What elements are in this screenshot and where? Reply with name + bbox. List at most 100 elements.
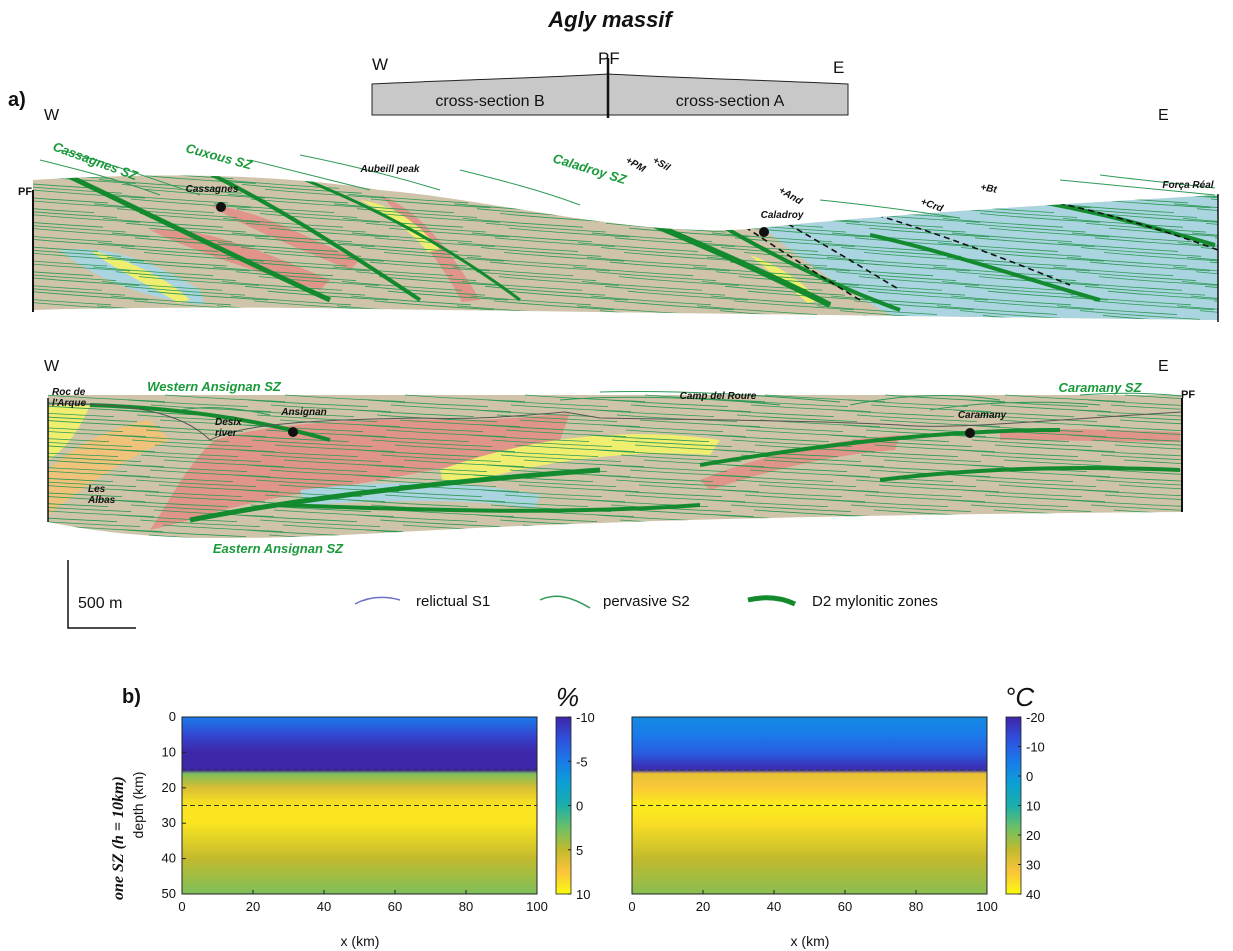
isograd-label: +And	[777, 185, 805, 208]
y-tick-label: 30	[162, 815, 176, 830]
colorbar-tick-label: -20	[1026, 710, 1045, 725]
section-b-geology	[0, 394, 1192, 547]
mylonite-zone	[43, 175, 332, 303]
key-fault: PF	[598, 49, 620, 68]
section-b-foliation-above	[179, 391, 1183, 416]
x-tick-label: 80	[459, 899, 473, 914]
legend-label: pervasive S2	[603, 593, 690, 610]
section-b-east: E	[1158, 358, 1169, 375]
x-tick-label: 40	[317, 899, 331, 914]
unit-orange	[48, 420, 170, 515]
foliation-trace	[48, 409, 1182, 417]
panel-a-label: a)	[8, 89, 26, 111]
mylonite-zone	[879, 466, 1181, 482]
mylonite-zone	[279, 503, 701, 513]
mylonite-zone	[869, 233, 1101, 302]
section-a-west: W	[44, 107, 60, 124]
foliation-trace	[9, 325, 1233, 334]
foliation-trace	[48, 489, 1182, 497]
section-b-fault-label: PF	[1181, 389, 1195, 401]
x-tick-label: 40	[767, 899, 781, 914]
section-a-east: E	[1158, 107, 1169, 124]
foliation-trace	[48, 404, 1182, 412]
y-tick-label: 40	[162, 851, 176, 866]
shear-zone-label: Cassagnes SZ	[51, 139, 141, 184]
legend-swatch-mylonite	[747, 595, 797, 607]
foliation-trace	[33, 232, 1218, 243]
scale-bar-line	[67, 560, 136, 629]
heatmap-left-boundaries	[182, 769, 537, 806]
colorbar-tick-label: 0	[576, 799, 583, 814]
cross-section-b: W E PF	[0, 358, 1195, 556]
y-tick-label: 0	[169, 709, 176, 724]
x-axis-label: x (km)	[341, 933, 380, 949]
foliation-trace	[33, 227, 1218, 238]
x-tick-label: 100	[526, 899, 548, 914]
mylonite-zone	[699, 428, 1061, 467]
foliation-trace	[0, 540, 1192, 547]
shear-zone-label: Western Ansignan SZ	[147, 379, 282, 394]
foliation-trace	[48, 439, 1182, 447]
heatmap-right-boundaries	[632, 769, 987, 806]
locality-marker	[288, 427, 298, 437]
foliation-trace	[48, 419, 1182, 427]
x-tick-label: 80	[909, 899, 923, 914]
x-tick-label: 60	[838, 899, 852, 914]
unit-yellow-camp	[440, 434, 720, 490]
locality-marker	[216, 202, 226, 212]
legend: relictual S1 pervasive S2 D2 mylonitic z…	[354, 593, 938, 610]
shear-zone-label: Caramany SZ	[1058, 380, 1142, 395]
colorbar-tick-label: 20	[1026, 828, 1040, 843]
y-axis-label: depth (km)	[130, 772, 146, 839]
foliation-trace	[33, 261, 1218, 272]
x-tick-label: 0	[628, 899, 635, 914]
key-profile	[371, 73, 849, 116]
foliation-trace	[33, 295, 1218, 306]
foliation-trace	[33, 247, 1218, 257]
colorbar-tick-label: 30	[1026, 858, 1040, 873]
section-b-topography	[47, 403, 1183, 441]
colorbar-tick-label: -10	[576, 710, 595, 725]
locality-label: Ansignan	[280, 407, 327, 418]
foliation-trace	[48, 454, 1182, 462]
locality-label: Caladroy	[761, 210, 804, 221]
cross-section-key: W PF E cross-section B cross-section A	[371, 49, 849, 118]
colorbar-tick-label: 10	[1026, 799, 1040, 814]
legend-swatch-s1	[354, 596, 401, 605]
cross-section-a: W E PF	[9, 107, 1233, 334]
locality-label: Aubeill peak	[360, 164, 420, 175]
legend-swatch-s2	[539, 595, 591, 609]
x-axis-label: x (km)	[791, 933, 830, 949]
x-tick-label: 20	[246, 899, 260, 914]
colorbar-tick-label: -5	[576, 754, 588, 769]
shear-zone-label: Cuxous SZ	[184, 140, 254, 172]
foliation-trace	[48, 484, 1182, 492]
shear-zone-label: Caladroy SZ	[551, 151, 629, 188]
y-tick-label: 50	[162, 886, 176, 901]
x-tick-label: 0	[178, 899, 185, 914]
locality-marker	[759, 227, 769, 237]
section-b-shear-zones	[89, 403, 1181, 523]
y-tick-label: 20	[162, 780, 176, 795]
colorbar-tick-label: -10	[1026, 740, 1045, 755]
locality-label: Força Réal	[1162, 180, 1213, 191]
locality-label: Cassagnes	[186, 184, 239, 195]
foliation-trace	[33, 256, 1218, 267]
colorbar-right-unit: °C	[1005, 682, 1034, 712]
section-a-foliation-above	[39, 149, 1216, 219]
foliation-trace	[33, 285, 1218, 296]
shear-zone-label-line: Western Ansignan SZ	[147, 379, 282, 394]
x-tick-label: 100	[976, 899, 998, 914]
mylonite-zone	[189, 467, 601, 523]
scale-bar-label: 500 m	[78, 595, 122, 612]
